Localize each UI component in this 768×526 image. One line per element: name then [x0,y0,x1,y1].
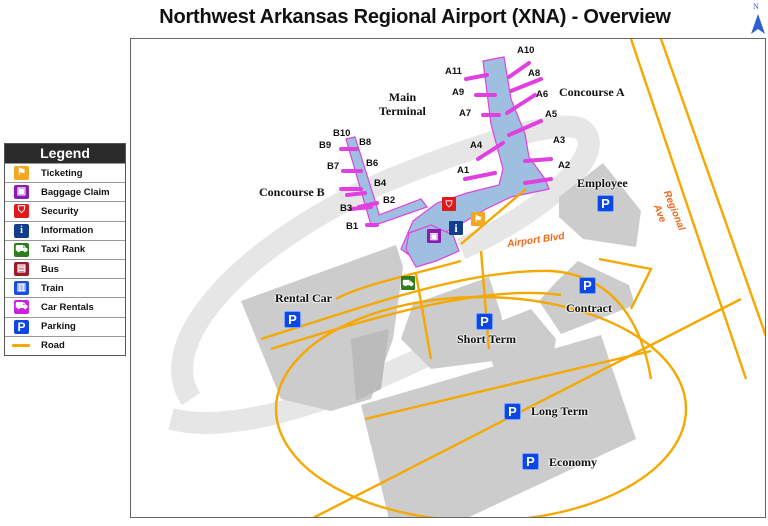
gate-b6[interactable]: B6 [366,158,379,169]
information-icon[interactable]: i [449,221,463,235]
roads [260,39,765,517]
long-term-label: Long Term [531,404,589,418]
short-term-parking-icon[interactable]: P [476,313,493,330]
map-title: Northwest Arkansas Regional Airport (XNA… [159,6,671,28]
small-building [351,329,389,401]
legend-item-train: ▥Train [5,278,125,297]
baggage-claim-icon: ▣ [14,185,29,200]
employee-label: Employee [577,176,628,190]
gate-a1[interactable]: A1 [457,165,470,176]
legend-item-road: Road [5,335,125,355]
airport-blvd [260,269,653,380]
north-arrow-icon [751,14,765,34]
security-icon: ⛉ [14,204,29,219]
gate-a10[interactable]: A10 [517,45,535,56]
regional-ave-east [659,39,765,337]
gate-a9[interactable]: A9 [452,87,465,98]
train-icon: ▥ [14,281,29,296]
gate-piers [339,61,553,227]
gate-a8[interactable]: A8 [528,68,541,79]
bus-icon: ▤ [14,262,29,277]
airport-map[interactable]: Main Terminal Concourse A Concourse B Em… [130,38,766,518]
gate-b2[interactable]: B2 [383,195,396,206]
information-icon: i [14,223,29,238]
gate-a2[interactable]: A2 [558,160,571,171]
gate-b4[interactable]: B4 [374,178,387,189]
gate-a4[interactable]: A4 [470,140,483,151]
gate-a6[interactable]: A6 [536,89,549,100]
rental-car-label: Rental Car [275,291,332,305]
taxi-icon: ⛟ [14,242,29,257]
security-icon[interactable]: ⛉ [442,197,456,211]
gate-b7[interactable]: B7 [327,161,340,172]
employee-parking-icon[interactable]: P [597,195,614,212]
ticketing-icon: ⚑ [14,166,29,181]
economy-parking-icon[interactable]: P [522,453,539,470]
parking-lots [241,163,641,517]
terminal-buildings [345,56,550,268]
long-term-parking-icon[interactable]: P [504,403,521,420]
short-term-label: Short Term [457,332,517,346]
legend-item-car-rentals: ⛟Car Rentals [5,297,125,316]
baggage-claim-icon[interactable]: ▣ [427,229,441,243]
legend-item-ticketing: ⚑Ticketing [5,163,125,182]
gate-b10[interactable]: B10 [333,128,351,139]
legend-item-taxi-rank: ⛟Taxi Rank [5,239,125,259]
north-label: N [753,2,759,11]
contract-label: Contract [566,301,612,315]
main-terminal-label: Main Terminal [379,90,426,118]
parking-icon: P [14,319,29,334]
rental-car-parking-icon[interactable]: P [284,311,301,328]
gate-b8[interactable]: B8 [359,137,372,148]
legend-item-bus: ▤Bus [5,258,125,278]
regional-ave-west [629,39,748,380]
concourse-a-label: Concourse A [559,85,625,99]
loop-road [274,295,688,517]
main-terminal [405,224,460,268]
ticketing-icon[interactable]: ⚑ [471,212,485,226]
north-arrow: N [750,2,766,36]
gate-a3[interactable]: A3 [553,135,566,146]
gate-b3[interactable]: B3 [340,203,353,214]
gate-a7[interactable]: A7 [459,108,472,119]
map-graphics [168,39,765,517]
gate-a11[interactable]: A11 [445,66,462,77]
gate-b9[interactable]: B9 [319,140,332,151]
legend-item-baggage-claim: ▣Baggage Claim [5,182,125,201]
legend-item-security: ⛉Security [5,201,125,220]
legend-heading: Legend [5,144,125,163]
road-line-icon [12,344,30,348]
concourse-b-label: Concourse B [259,185,325,199]
car-rental-icon: ⛟ [14,300,29,315]
gate-b1[interactable]: B1 [346,221,359,232]
legend: Legend ⚑Ticketing ▣Baggage Claim ⛉Securi… [4,143,126,356]
gate-a5[interactable]: A5 [545,109,558,120]
contract-parking-icon[interactable]: P [579,277,596,294]
economy-label: Economy [549,455,597,469]
contract-lot [539,261,635,334]
long-term-economy-lot [361,335,636,517]
taxi-rank-icon[interactable]: ⛟ [401,276,415,290]
